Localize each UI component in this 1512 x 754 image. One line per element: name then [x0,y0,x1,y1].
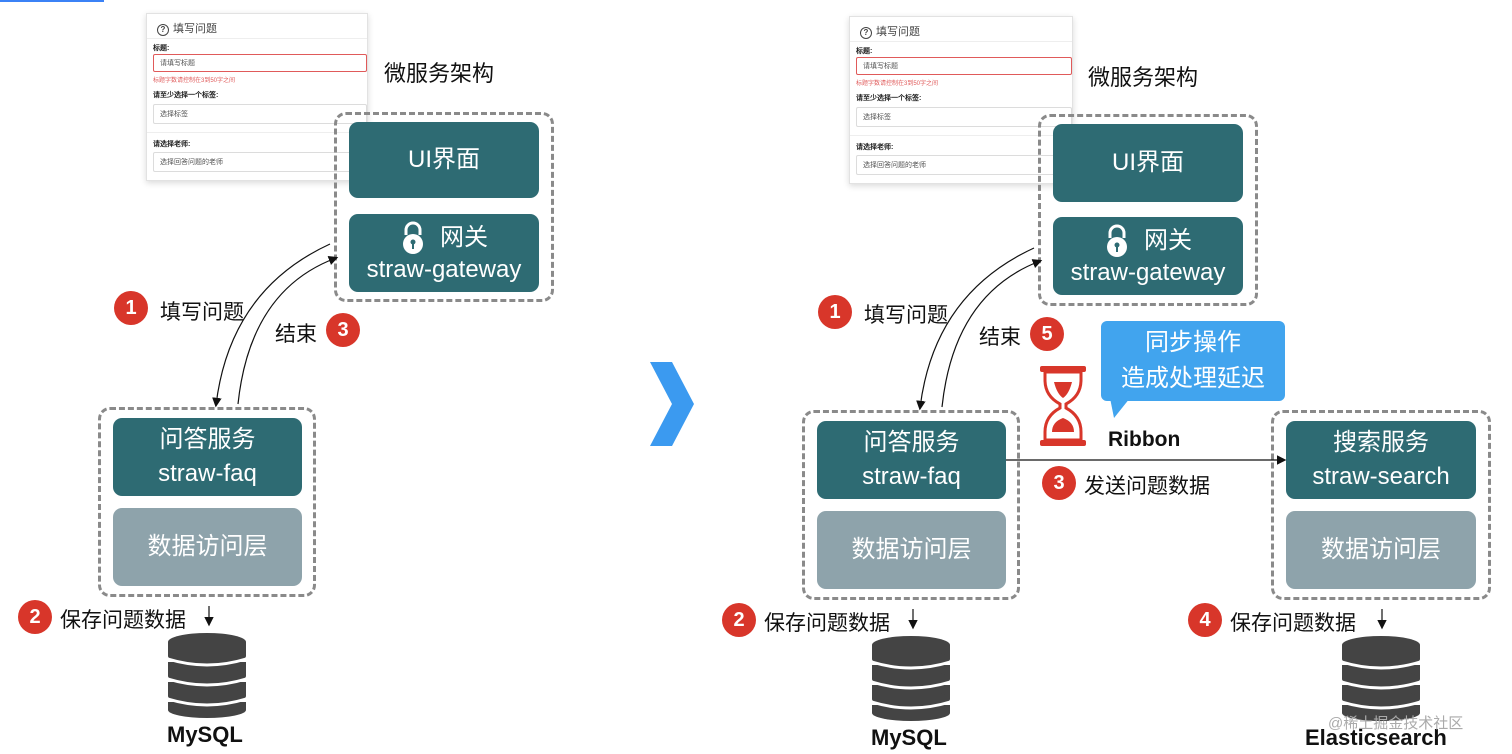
big-right-arrow-icon [650,362,694,446]
gateway-label-cn: 网关 [1144,227,1192,254]
callout-line-2: 造成处理延迟 [1121,365,1265,392]
mysql-label: MySQL [167,722,243,747]
tags-select[interactable]: 选择标签 [856,107,1072,127]
sync-delay-callout: 同步操作 造成处理延迟 [1101,321,1285,401]
title-input[interactable]: 请填写标题 [856,57,1072,75]
tags-label: 请至少选择一个标签: [856,95,922,102]
form-title-text: 填写问题 [173,23,217,35]
search-label-cn: 搜索服务 [1333,429,1429,456]
step-text: 填写问题 [864,304,948,327]
title-error: 标题字数请控制在3到50字之间 [153,78,236,84]
step-badge: 3 [1042,466,1076,500]
data-access-layer-box: 数据访问层 [817,511,1006,589]
form-title-text: 填写问题 [876,26,920,38]
search-container [1271,410,1491,600]
step-text: 填写问题 [160,301,244,324]
form-title: ? 填写问题 [860,23,920,39]
step-text: 结束 [979,326,1021,349]
ui-box: UI界面 [349,122,539,198]
callout-tail [1110,398,1130,418]
step-badge: 3 [326,313,360,347]
callout-line-1: 同步操作 [1145,329,1241,356]
dal-label: 数据访问层 [851,536,972,563]
form-divider [850,41,1072,42]
title-label: 标题: [153,45,170,52]
lock-icon [1107,224,1127,257]
dal-label: 数据访问层 [147,533,268,560]
faq-label-cn: 问答服务 [159,426,256,453]
search-label-en: straw-search [1312,463,1450,490]
gateway-label-cn: 网关 [440,224,488,251]
faq-container [98,407,316,597]
search-dal-label: 数据访问层 [1321,536,1441,563]
hourglass-icon [1040,366,1086,446]
database-icon [1341,636,1421,721]
tags-label: 请至少选择一个标签: [153,92,219,99]
question-form-screenshot: ? 填写问题 标题: 请填写标题 标题字数请控制在3到50字之间 请至少选择一个标… [849,16,1073,184]
faq-service-box: 问答服务 straw-faq [113,418,302,496]
watermark: @稀土掘金技术社区 [1328,715,1464,732]
ribbon-label: Ribbon [1108,428,1181,451]
architecture-heading: 微服务架构 [384,61,495,86]
faq-service-box: 问答服务 straw-faq [817,421,1006,499]
step-text: 发送问题数据 [1084,475,1210,498]
frontend-container [1038,114,1258,306]
gateway-box: 网关 straw-gateway [1053,217,1243,295]
flow-arrows [908,247,1387,630]
question-circle-icon: ? [157,24,169,36]
gateway-box: 网关 straw-gateway [349,214,539,292]
architecture-heading: 微服务架构 [1088,65,1199,90]
question-form-screenshot: ? 填写问题 标题: 请填写标题 标题字数请控制在3到50字之间 请至少选择一个标… [146,13,368,181]
database-icon [167,633,247,718]
step-text: 保存问题数据 [764,612,890,635]
arrow-submit-to-faq [212,243,331,408]
left-diagram: ? 填写问题 标题: 请填写标题 标题字数请控制在3到50字之间 请至少选择一个标… [0,0,640,754]
arrow-faq-to-gateway [237,256,339,405]
faq-container [802,410,1020,600]
ui-box: UI界面 [1053,124,1243,202]
database-icon [871,636,951,721]
title-input[interactable]: 请填写标题 [153,54,367,72]
lock-icon [403,221,423,254]
elasticsearch-label: Elasticsearch [1305,725,1447,750]
step-text: 保存问题数据 [1230,612,1356,635]
question-circle-icon: ? [860,27,872,39]
teacher-label: 请选择老师: [856,144,894,151]
step-badge: 5 [1030,317,1064,351]
step-badge: 2 [722,603,756,637]
step-badge: 2 [18,600,52,634]
mysql-label: MySQL [871,725,947,750]
frontend-container [334,112,554,302]
faq-label-cn: 问答服务 [863,429,960,456]
step-badge: 1 [114,291,148,325]
search-service-box: 搜索服务 straw-search [1286,421,1476,499]
top-accent-strip [0,0,104,2]
gateway-label-en: straw-gateway [366,256,522,283]
search-data-access-layer-box: 数据访问层 [1286,511,1476,589]
form-divider [147,132,367,133]
right-diagram: ? 填写问题 标题: 请填写标题 标题字数请控制在3到50字之间 请至少选择一个标… [700,0,1512,754]
form-divider [147,38,367,39]
flow-arrows [204,243,339,627]
step-badge: 4 [1188,603,1222,637]
teacher-label: 请选择老师: [153,141,191,148]
arrow-submit-to-faq [916,247,1035,411]
faq-label-en: straw-faq [862,463,961,490]
form-title: ? 填写问题 [157,20,217,36]
ui-box-label: UI界面 [1112,149,1184,176]
title-label: 标题: [856,48,873,55]
title-error: 标题字数请控制在3到50字之间 [856,81,939,87]
form-divider [850,135,1072,136]
ui-box-label: UI界面 [408,146,480,173]
step-text: 保存问题数据 [60,609,186,632]
step-badge: 1 [818,295,852,329]
gateway-label-en: straw-gateway [1070,259,1226,286]
step-text: 结束 [275,323,317,346]
data-access-layer-box: 数据访问层 [113,508,302,586]
faq-label-en: straw-faq [158,460,257,487]
arrow-faq-to-gateway [941,259,1043,408]
